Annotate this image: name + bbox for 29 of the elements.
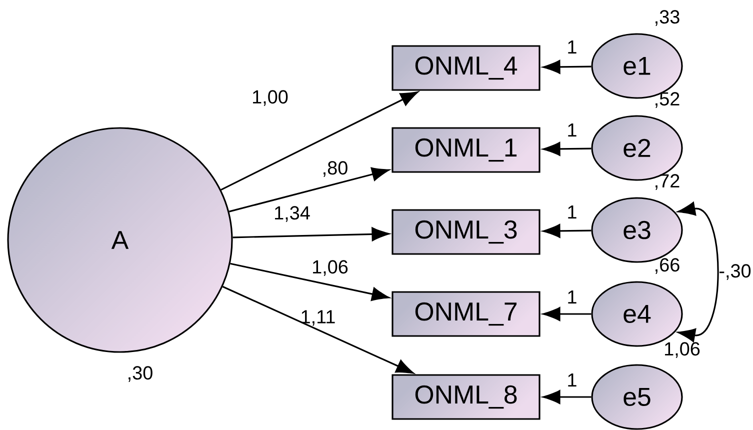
arrow xyxy=(542,142,592,156)
edge-label: 1,34 xyxy=(275,206,310,222)
variance-label: ,30 xyxy=(128,366,152,382)
observed-variable-box: ONML_4 xyxy=(392,45,540,91)
observed-variable-box: ONML_7 xyxy=(392,291,540,337)
arrow xyxy=(230,262,390,301)
edge-label: 1 xyxy=(568,124,576,137)
observed-variable-box: ONML_1 xyxy=(392,127,540,173)
arrow xyxy=(232,227,390,242)
arrow xyxy=(542,390,592,404)
arrow xyxy=(228,167,390,212)
edge-label: 1 xyxy=(568,290,576,304)
arrow xyxy=(542,224,592,238)
variance-label: ,33 xyxy=(656,10,680,26)
edge-label: 1,11 xyxy=(302,310,335,326)
observed-variable-box: ONML_8 xyxy=(392,374,540,420)
edge-label: 1,00 xyxy=(253,90,288,106)
edge-label: 1 xyxy=(568,40,576,54)
edge-label: 1 xyxy=(568,206,576,219)
edge-label: 1 xyxy=(568,374,576,387)
observed-variable-box: ONML_3 xyxy=(392,209,540,255)
edge-label: ,80 xyxy=(324,161,348,177)
edge-label: 1,06 xyxy=(313,260,348,276)
covariance-arrow xyxy=(678,202,719,342)
arrow xyxy=(220,91,418,191)
edge-label: -,30 xyxy=(720,264,751,280)
arrow xyxy=(542,60,592,74)
arrow xyxy=(542,307,592,321)
arrow xyxy=(222,286,414,374)
